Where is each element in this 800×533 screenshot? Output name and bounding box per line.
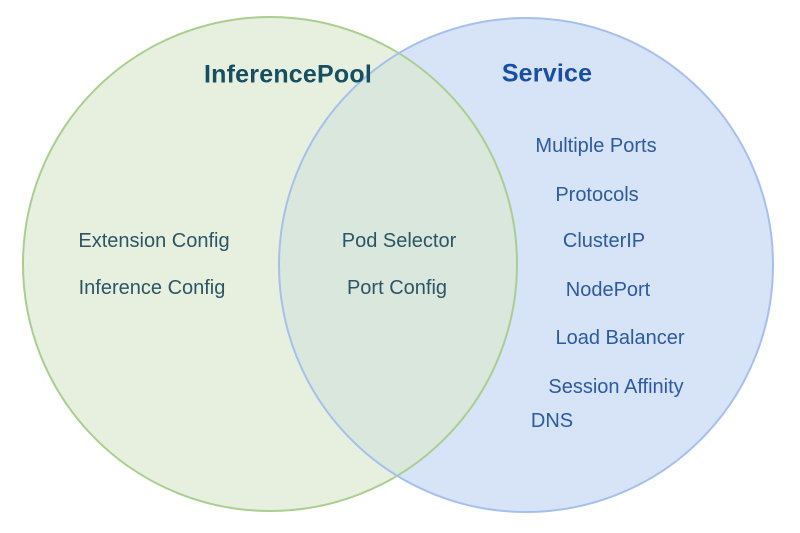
inferencepool-title: InferencePool (204, 60, 372, 89)
service-item: ClusterIP (562, 230, 646, 252)
overlap-item: Port Config (346, 277, 448, 299)
left-circle-edge (22, 16, 518, 512)
inferencepool-item: Extension Config (78, 230, 230, 252)
service-item: Protocols (555, 184, 639, 206)
service-item: Session Affinity (548, 376, 684, 398)
service-item: Multiple Ports (535, 135, 657, 157)
overlap-item: Pod Selector (341, 230, 457, 252)
service-item: NodePort (565, 279, 651, 301)
inferencepool-item: Inference Config (78, 277, 226, 299)
overlap-lens (279, 53, 517, 476)
service-item: Load Balancer (555, 327, 685, 349)
right-circle-edge (278, 17, 774, 513)
service-item: DNS (530, 410, 574, 432)
service-title: Service (501, 59, 593, 88)
